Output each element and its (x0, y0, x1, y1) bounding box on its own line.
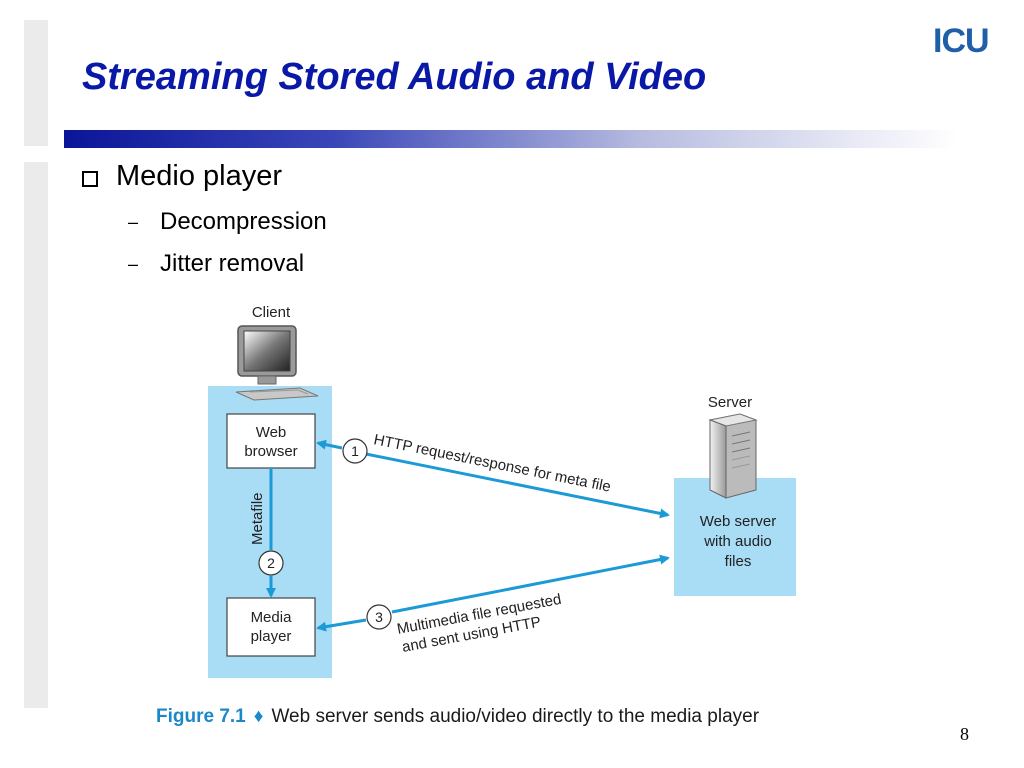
media-player-label-2: player (251, 628, 292, 645)
step-1-circle (342, 438, 368, 464)
server-panel (674, 478, 796, 596)
step-2-number: 2 (267, 555, 275, 571)
client-label: Client (252, 304, 291, 321)
web-browser-label-2: browser (244, 443, 297, 460)
decorative-bar-top (24, 20, 48, 146)
media-player-label-1: Media (251, 609, 293, 626)
dash-icon: – (128, 253, 139, 274)
figure-caption: Figure 7.1 ♦ Web server sends audio/video … (156, 706, 759, 728)
arrow-3-line (391, 554, 670, 614)
server-label: Server (708, 394, 752, 411)
title-underline-gradient (64, 130, 958, 148)
caption-text: Web server sends audio/video directly to… (271, 706, 760, 727)
slide-title: Streaming Stored Audio and Video (82, 56, 707, 98)
step-2-circle (258, 550, 284, 576)
web-server-label-3: files (725, 553, 752, 570)
sub-bullet-jitter-removal: – Jitter removal (128, 250, 304, 278)
bullet-medio-player: Medio player (82, 160, 282, 193)
web-server-label-1: Web server (700, 513, 776, 530)
sub-bullet-text: Decompression (160, 208, 327, 235)
diamond-icon: ♦ (253, 706, 264, 727)
step-3-number: 3 (375, 609, 383, 625)
bullet-text: Medio player (116, 160, 283, 192)
sub-bullet-decompression: – Decompression (128, 208, 327, 236)
icu-logo: ICU (933, 22, 990, 60)
dash-icon: – (128, 211, 139, 232)
arrow-1-head-left (316, 439, 343, 450)
metafile-label: Metafile (249, 492, 266, 545)
web-browser-box (226, 413, 316, 469)
client-computer-icon (235, 325, 319, 401)
web-server-label-2: with audio (703, 533, 772, 550)
server-tower-icon (708, 413, 758, 499)
sub-bullet-text: Jitter removal (160, 250, 305, 277)
page-number: 8 (960, 724, 969, 744)
figure-label: Figure 7.1 (156, 706, 246, 727)
web-browser-label-1: Web (256, 424, 287, 441)
square-bullet-icon (82, 170, 98, 187)
media-player-box (226, 597, 316, 657)
arrow-1-line (365, 452, 670, 519)
step-3-circle (366, 604, 392, 630)
step-1-number: 1 (351, 443, 359, 459)
decorative-bar-left (24, 162, 48, 708)
arrow-3-head-left (316, 618, 367, 632)
